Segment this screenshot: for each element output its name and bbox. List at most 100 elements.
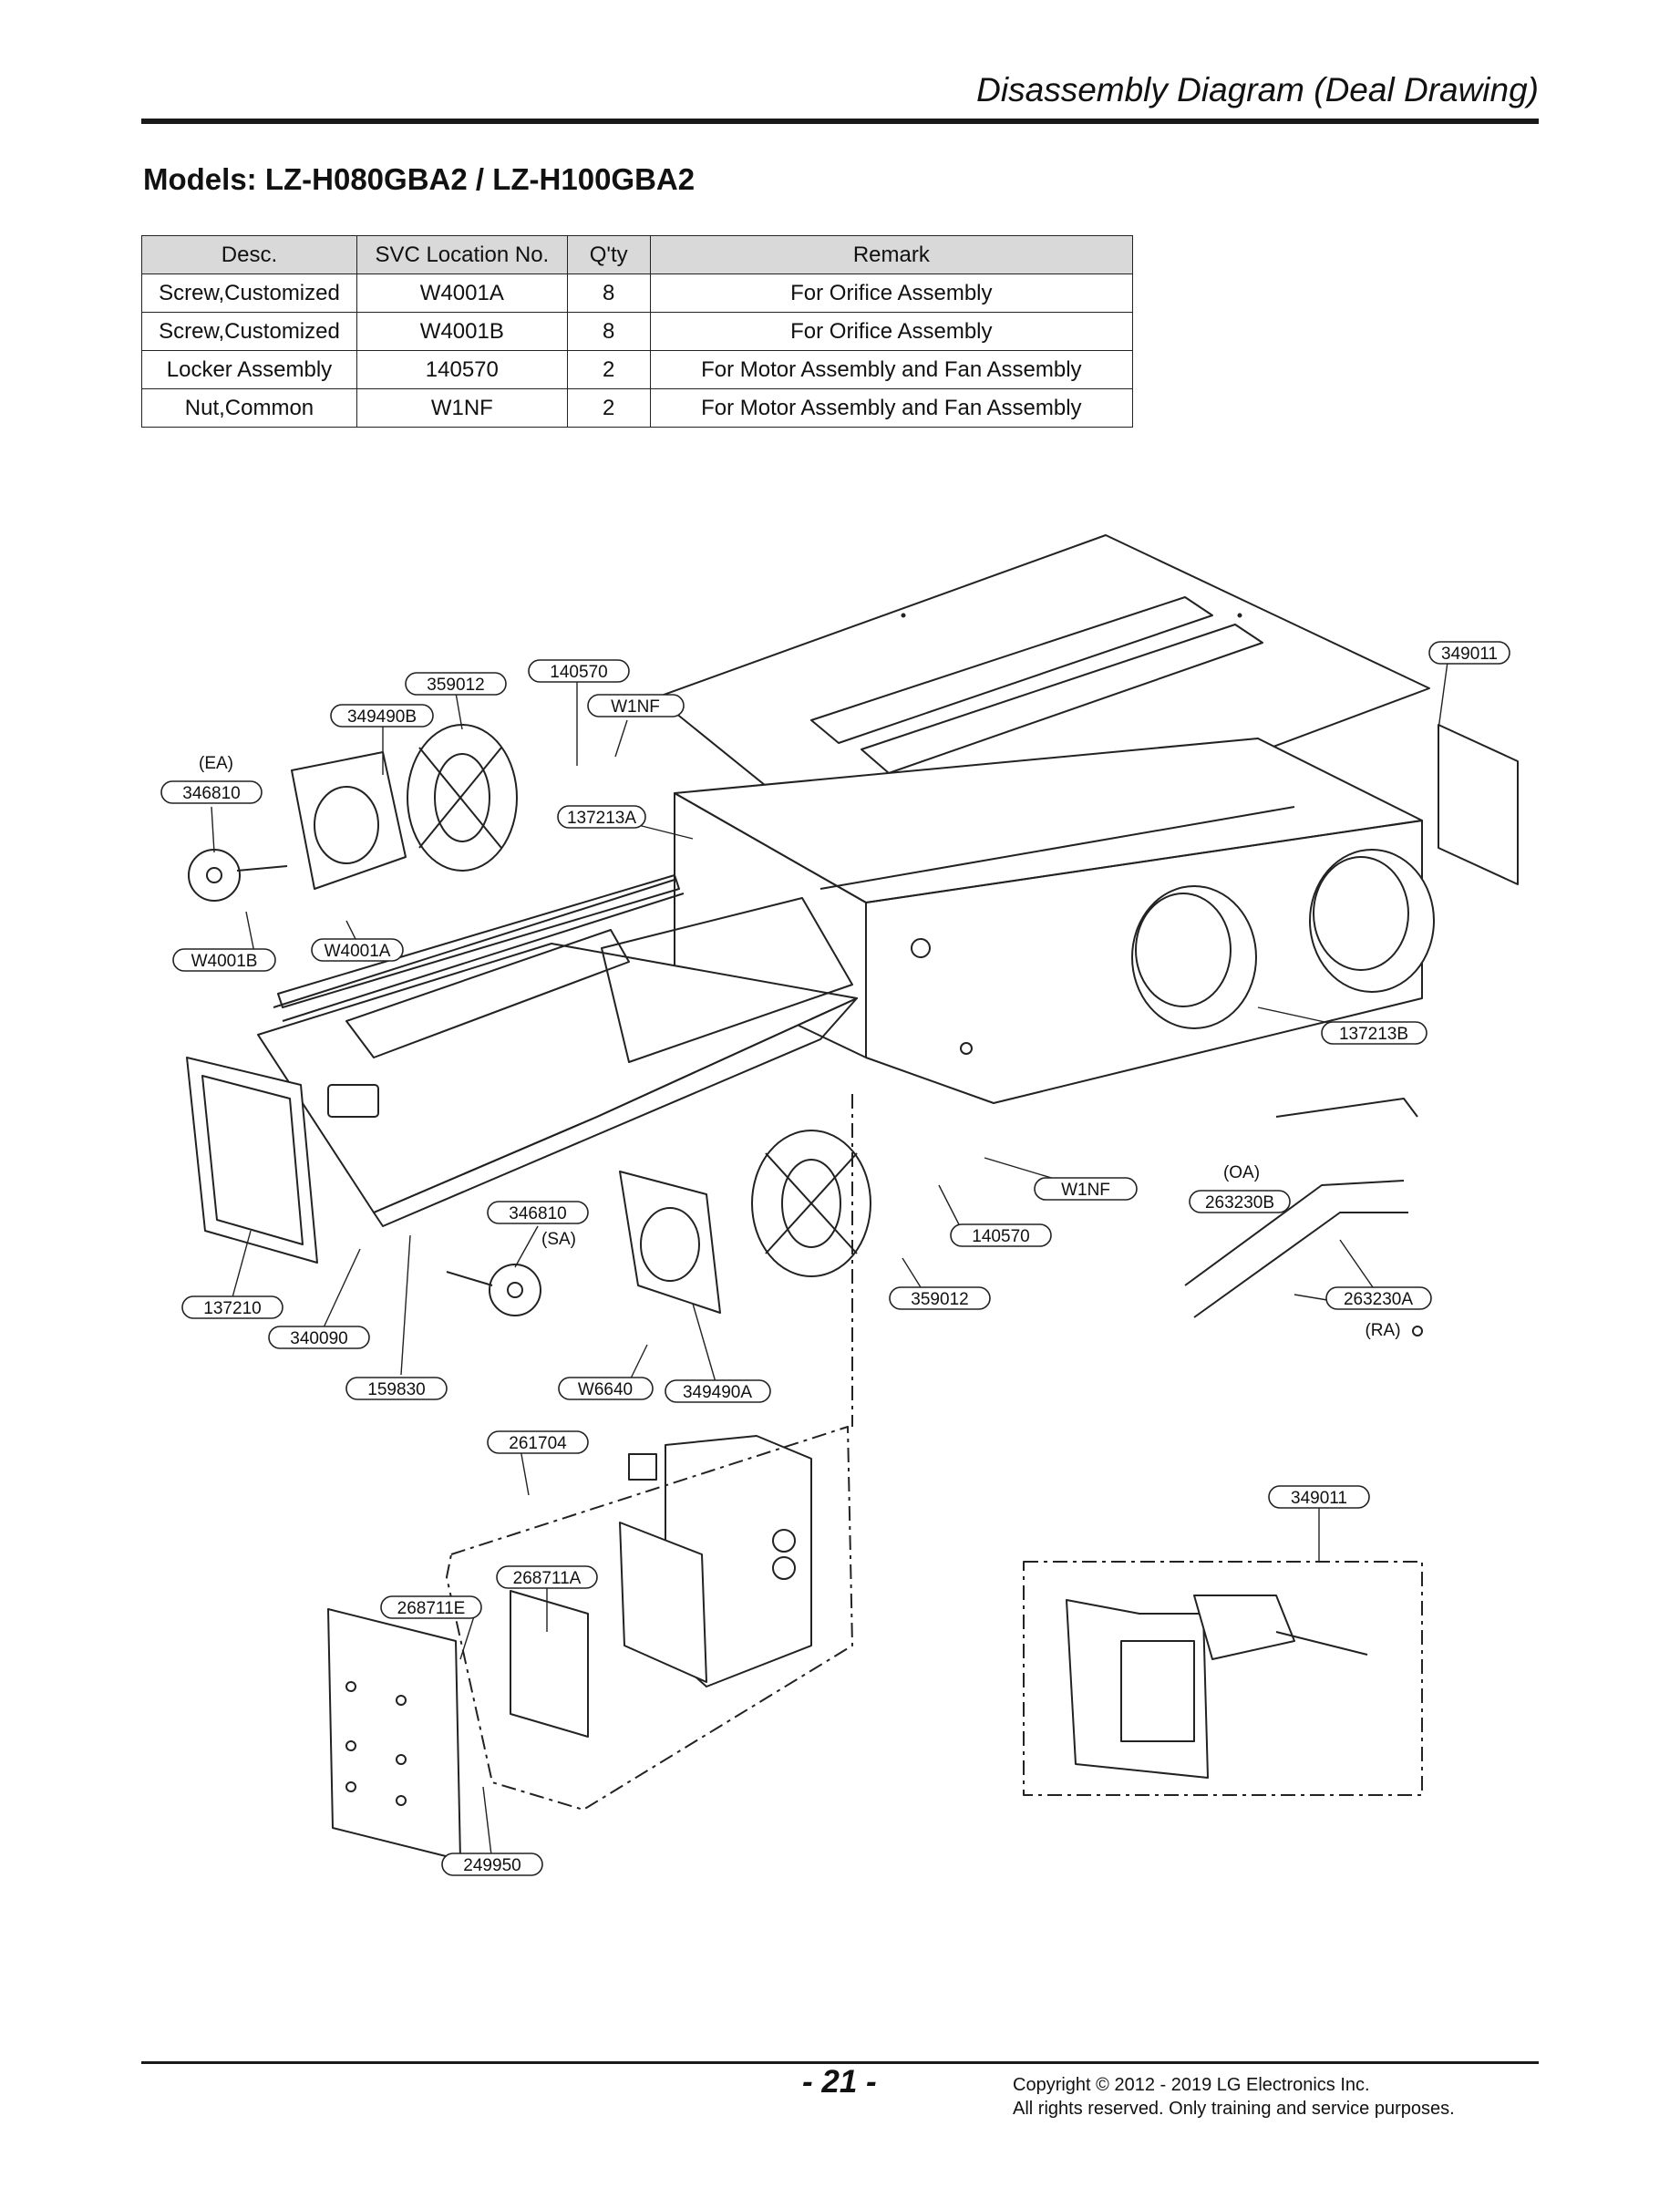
- callout-140570-mid: 140570: [950, 1223, 1052, 1247]
- control-cover-bracket: [1438, 724, 1519, 885]
- svg-text:137213B: 137213B: [1339, 1025, 1408, 1044]
- callout-268711E: 268711E: [380, 1595, 482, 1619]
- svg-text:349490B: 349490B: [347, 707, 417, 727]
- callout-263230A: 263230A: [1325, 1286, 1432, 1310]
- callout-W4001B: W4001B: [172, 948, 276, 972]
- tag-ra: (RA): [1365, 1321, 1400, 1340]
- copyright-notice: Copyright © 2012 - 2019 LG Electronics I…: [1013, 2073, 1455, 2121]
- svg-text:W4001A: W4001A: [325, 942, 391, 961]
- control-box-outline: [446, 1426, 853, 1811]
- callout-349011-top: 349011: [1428, 641, 1510, 665]
- svg-text:W6640: W6640: [578, 1380, 633, 1399]
- callout-359012-top: 359012: [405, 672, 507, 696]
- svg-text:W4001B: W4001B: [191, 952, 258, 971]
- copyright-line: Copyright © 2012 - 2019 LG Electronics I…: [1013, 2075, 1370, 2095]
- tag-sa: (SA): [541, 1230, 576, 1249]
- svg-text:137213A: 137213A: [567, 809, 636, 828]
- svg-text:263230B: 263230B: [1205, 1193, 1274, 1213]
- control-box: [510, 1435, 812, 1738]
- fan-motor-lower: [446, 1264, 541, 1316]
- callout-137213A: 137213A: [557, 805, 646, 829]
- page-number: - 21 -: [802, 2064, 877, 2100]
- svg-text:349490A: 349490A: [683, 1383, 752, 1402]
- heat-exchanger: [257, 879, 858, 1227]
- callout-137210: 137210: [181, 1295, 283, 1319]
- table-cell: 2: [566, 388, 651, 428]
- callout-140570-top: 140570: [528, 659, 630, 683]
- slide-rail: [277, 874, 680, 1008]
- svg-text:140570: 140570: [972, 1227, 1029, 1246]
- table-row: Screw,Customized W4001A 8 For Orifice As…: [141, 274, 1134, 313]
- column-header: SVC Location No.: [356, 235, 568, 274]
- copyright-line: All rights reserved. Only training and s…: [1013, 2099, 1455, 2119]
- callout-W4001A: W4001A: [311, 938, 404, 962]
- callout-268711A: 268711A: [496, 1565, 598, 1589]
- svg-text:137210: 137210: [203, 1299, 261, 1318]
- callout-W1NF-mid: W1NF: [1034, 1177, 1138, 1201]
- tag-oa: (OA): [1223, 1163, 1260, 1182]
- column-header: Remark: [649, 235, 1134, 274]
- fan-casing-lower: [619, 1171, 721, 1314]
- svg-text:140570: 140570: [550, 663, 607, 682]
- svg-text:W1NF: W1NF: [1061, 1181, 1110, 1200]
- table-cell: W4001A: [356, 274, 568, 313]
- callout-346810-top: 346810: [160, 780, 263, 804]
- svg-text:159830: 159830: [367, 1380, 425, 1399]
- svg-text:346810: 346810: [509, 1204, 566, 1223]
- header-title: Disassembly Diagram (Deal Drawing): [976, 71, 1539, 108]
- callout-349490B: 349490B: [330, 704, 434, 728]
- svg-text:249950: 249950: [463, 1856, 520, 1875]
- table-cell: Nut,Common: [141, 388, 357, 428]
- svg-text:359012: 359012: [911, 1290, 968, 1309]
- table-cell: For Motor Assembly and Fan Assembly: [649, 350, 1134, 389]
- main-casing: [674, 738, 1435, 1104]
- tag-ea: (EA): [199, 754, 233, 773]
- table-row: Nut,Common W1NF 2 For Motor Assembly and…: [141, 388, 1134, 428]
- front-cover-plate: [327, 1608, 461, 1861]
- callout-137213B: 137213B: [1321, 1021, 1427, 1045]
- callout-346810-mid: 346810: [487, 1201, 589, 1224]
- callout-263230B: 263230B: [1189, 1190, 1291, 1213]
- table-cell: Screw,Customized: [141, 312, 357, 351]
- svg-text:349011: 349011: [1291, 1489, 1347, 1508]
- blower-wheel-upper: [407, 724, 518, 872]
- table-row: Screw,Customized W4001B 8 For Orifice As…: [141, 312, 1134, 351]
- table-cell: For Orifice Assembly: [649, 312, 1134, 351]
- table-cell: 8: [566, 274, 651, 313]
- svg-text:349011: 349011: [1441, 645, 1498, 664]
- callout-249950: 249950: [441, 1853, 543, 1876]
- svg-text:W1NF: W1NF: [611, 697, 660, 717]
- callout-159830: 159830: [345, 1377, 448, 1400]
- table-cell: For Motor Assembly and Fan Assembly: [649, 388, 1134, 428]
- svg-text:359012: 359012: [427, 676, 484, 695]
- callout-W1NF-top: W1NF: [587, 694, 685, 717]
- fan-casing-upper: [291, 751, 407, 890]
- damper-assembly: [1184, 1098, 1423, 1337]
- table-cell: Screw,Customized: [141, 274, 357, 313]
- callout-W6640: W6640: [558, 1377, 654, 1400]
- table-header-row: Desc. SVC Location No. Q'ty Remark: [141, 235, 1134, 274]
- callout-359012-mid: 359012: [889, 1286, 991, 1310]
- header-rule: [141, 119, 1539, 124]
- fan-motor-upper: [188, 849, 288, 902]
- svg-text:346810: 346810: [182, 784, 240, 803]
- table-cell: 8: [566, 312, 651, 351]
- remote-controller-inset: [1023, 1561, 1423, 1796]
- models-title: Models: LZ-H080GBA2 / LZ-H100GBA2: [143, 162, 696, 196]
- svg-text:268711E: 268711E: [397, 1599, 466, 1618]
- filter-panel: [186, 1057, 318, 1264]
- footer-rule: [141, 2061, 1539, 2064]
- table-cell: For Orifice Assembly: [649, 274, 1134, 313]
- callout-349011-bottom: 349011: [1268, 1485, 1370, 1509]
- callout-261704: 261704: [487, 1430, 589, 1454]
- blower-wheel-lower: [751, 1130, 871, 1277]
- svg-text:263230A: 263230A: [1344, 1290, 1413, 1309]
- callout-340090: 340090: [268, 1326, 370, 1349]
- svg-text:261704: 261704: [509, 1434, 567, 1453]
- callout-349490A: 349490A: [665, 1379, 771, 1403]
- svg-text:268711A: 268711A: [513, 1569, 582, 1588]
- parts-table: Desc. SVC Location No. Q'ty Remark Screw…: [141, 235, 1134, 428]
- svg-text:340090: 340090: [290, 1329, 347, 1348]
- table-cell: W1NF: [356, 388, 568, 428]
